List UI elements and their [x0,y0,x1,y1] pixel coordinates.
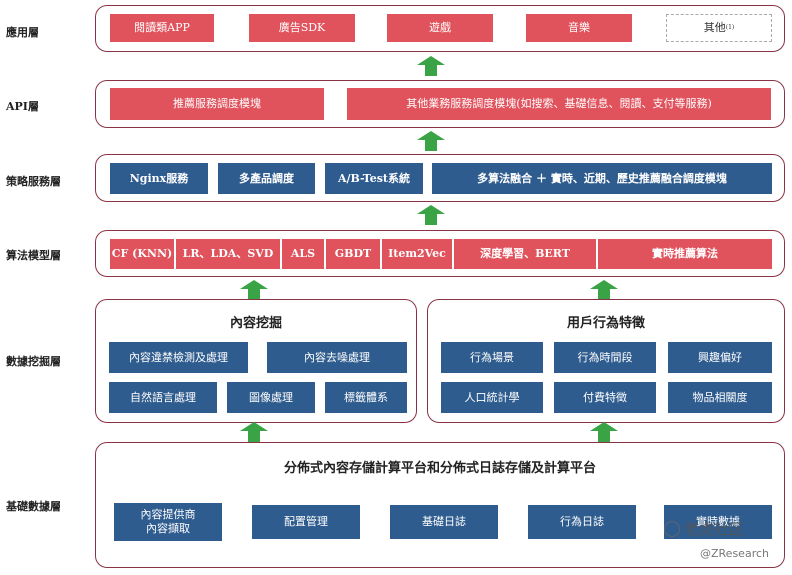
app-item-games: 遊戲 [387,14,493,42]
layer-label-algorithm: 算法模型層 [6,249,61,262]
content-item-image: 圖像處理 [227,382,315,413]
algo-item-cf-knn: CF (KNN) [110,239,174,269]
user-item-payment: 付費特徵 [554,382,656,413]
arrow-up-icon [417,131,445,151]
base-item-provider: 內容提供商 內容擷取 [114,503,222,541]
algorithm-layer-panel: CF (KNN) LR、LDA、SVD ALS GBDT Item2Vec 深度… [95,230,785,277]
arrow-up-icon [240,422,268,442]
strategy-layer-panel: Nginx服務 多產品調度 A/B-Test系統 多算法融合 ＋ 實時、近期、歷… [95,154,785,202]
app-item-other-label: 其他 [703,21,726,35]
base-layer-panel: 分佈式內容存儲計算平台和分佈式日誌存儲及計算平台 內容提供商 內容擷取 配置管理… [95,442,785,568]
user-behavior-panel: 用戶行為特徵 行為場景 行為時間段 興趣偏好 人口統計學 付費特徵 物品相關度 [427,299,785,423]
base-item-provider-line1: 內容提供商 [140,508,196,522]
app-item-ad-sdk: 廣告SDK [249,14,355,42]
api-layer-panel: 推薦服務調度模塊 其他業務服務調度模塊(如搜索、基礎信息、閱讀、支付等服務) [95,80,785,128]
base-item-realtime-data: 實時數據 [664,505,772,539]
watermark-logo: 老虎社区 [664,518,744,539]
content-item-violation: 內容違禁檢測及處理 [109,342,248,373]
layer-label-api: API層 [6,100,39,113]
content-item-denoise: 內容去噪處理 [267,342,407,373]
arrow-up-icon [417,56,445,76]
api-item-other-dispatch: 其他業務服務調度模塊(如搜索、基礎信息、閱讀、支付等服務) [347,88,771,120]
strategy-item-abtest: A/B-Test系統 [325,163,423,194]
content-mining-title: 內容挖掘 [229,316,282,331]
strategy-item-fusion: 多算法融合 ＋ 實時、近期、歷史推薦融合調度模塊 [432,163,772,194]
arrow-up-icon [590,422,618,442]
layer-label-base: 基礎數據層 [6,500,61,513]
user-item-time: 行為時間段 [554,342,656,373]
algo-item-item2vec: Item2Vec [382,239,452,269]
layer-label-mining: 數據挖掘層 [6,355,61,368]
base-item-behavior-log: 行為日誌 [528,505,636,539]
app-item-reading: 閱讀類APP [110,14,214,42]
watermark-handle: @ZResearch [700,547,769,560]
api-item-recommend-dispatch: 推薦服務調度模塊 [110,88,324,120]
user-behavior-title: 用戶行為特徵 [566,316,645,331]
algo-item-gbdt: GBDT [326,239,380,269]
strategy-item-multi-product: 多產品調度 [218,163,315,194]
algo-item-realtime: 實時推薦算法 [598,239,772,269]
user-item-interest: 興趣偏好 [668,342,772,373]
strategy-item-nginx: Nginx服務 [110,163,208,194]
arrow-up-icon [240,280,268,300]
algo-item-deep-learning: 深度學習、BERT [454,239,596,269]
arrow-up-icon [417,205,445,225]
content-mining-panel: 內容挖掘 內容違禁檢測及處理 內容去噪處理 自然語言處理 圖像處理 標籤體系 [95,299,417,423]
layer-label-app: 應用層 [6,26,39,39]
base-item-config: 配置管理 [252,505,360,539]
algo-item-lr-lda-svd: LR、LDA、SVD [176,239,280,269]
arrow-up-icon [590,280,618,300]
app-item-other-note: (1) [725,24,735,32]
app-layer-panel: 閱讀類APP 廣告SDK 遊戲 音樂 其他(1) [95,5,785,52]
app-item-other: 其他(1) [666,14,772,42]
app-item-music: 音樂 [526,14,632,42]
base-layer-title: 分佈式內容存儲計算平台和分佈式日誌存儲及計算平台 [283,461,596,476]
watermark-logo-text: 老虎社区 [684,520,745,538]
base-item-provider-line2: 內容擷取 [146,522,190,535]
algo-item-als: ALS [282,239,324,269]
user-item-demographics: 人口統計學 [441,382,543,413]
base-item-base-log: 基礎日誌 [390,505,498,539]
tiger-logo-icon [664,520,680,537]
content-item-nlp: 自然語言處理 [109,382,217,413]
layer-label-strategy: 策略服務層 [6,175,61,188]
content-item-tags: 標籤體系 [325,382,407,413]
user-item-scene: 行為場景 [441,342,543,373]
user-item-relevance: 物品相關度 [668,382,772,413]
